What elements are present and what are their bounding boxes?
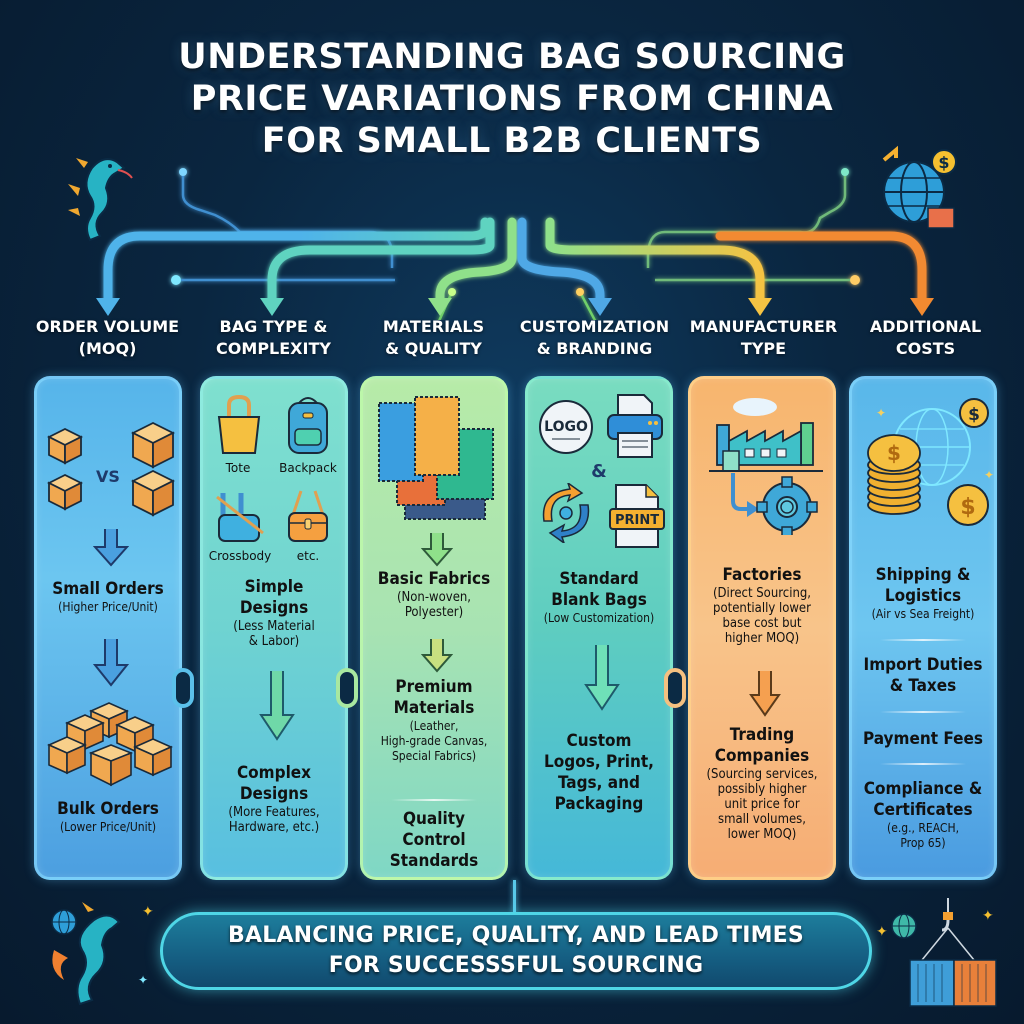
item-quality-control: Quality Control Standards [389,809,479,871]
bag-label-tote: Tote [225,461,251,475]
svg-text:$: $ [960,495,975,520]
item-custom-branding: Custom Logos, Print, Tags, and Packaging [544,731,654,814]
logo-badge-icon: LOGO [539,400,593,454]
vs-label: VS [96,467,120,486]
title-line-1: UNDERSTANDING BAG SOURCING [178,37,846,77]
item-small-orders: Small Orders (Higher Price/Unit) [52,579,164,614]
item-payment-fees: Payment Fees [863,729,983,749]
card-manufacturer: Factories (Direct Sourcing, potentially … [688,376,836,880]
dragon-globe-icon: ✦ ✦ [51,902,154,1006]
svg-text:✦: ✦ [138,973,148,987]
customize-cycle-icon [542,483,590,543]
printer-icon [607,394,663,458]
title-line-2: PRICE VARIATIONS FROM CHINA [190,79,834,119]
svg-text:$: $ [887,441,901,465]
page-title: UNDERSTANDING BAG SOURCING PRICE VARIATI… [0,36,1024,162]
connector-notch [664,668,686,708]
arrow-down-icon [421,533,453,567]
bag-label-crossbody: Crossbody [208,549,272,563]
arrow-down-icon [749,671,781,717]
svg-text:✦: ✦ [982,908,994,924]
item-trading-companies: Trading Companies (Sourcing services, po… [706,725,818,842]
ampersand-label: & [591,461,607,482]
fabric-swatches-icon [378,396,494,520]
flow-connectors [96,168,934,320]
bag-label-backpack: Backpack [279,461,337,475]
dragon-icon [68,158,133,242]
header-additional-costs: ADDITIONAL COSTS [869,317,982,358]
item-import-duties: Import Duties & Taxes [863,655,983,696]
arrow-down-icon [421,639,453,673]
header-bag-type: BAG TYPE & COMPLEXITY [216,317,331,358]
item-factories: Factories (Direct Sourcing, potentially … [712,565,811,646]
card-materials: Basic Fabrics (Non-woven, Polyester) Pre… [360,376,508,880]
arrow-down-icon [584,645,620,711]
svg-text:✦: ✦ [142,904,154,920]
card-additional-costs: $ $ $ ✦ ✦ Shipping & Logistics (Air vs S… [849,376,997,880]
connector-notch [172,668,194,708]
svg-text:✦: ✦ [984,468,994,482]
item-standard-blank-bags: Standard Blank Bags (Low Customization) [543,569,655,625]
summary-banner: BALANCING PRICE, QUALITY, AND LEAD TIMES… [160,912,872,990]
card-bag-type: Tote Backpack Crossbody etc. Simple Desi… [200,376,348,880]
column-headers: ORDER VOLUME (MOQ) BAG TYPE & COMPLEXITY… [0,316,1024,366]
svg-text:✦: ✦ [876,406,886,420]
title-line-3: FOR SMALL B2B CLIENTS [261,121,763,161]
card-customization: LOGO & PRINT Standard Blank Bags (Low Cu… [525,376,673,880]
separator [880,711,966,713]
bag-label-etc: etc. [296,549,320,563]
print-document-icon: PRINT [609,484,665,548]
shoulder-bag-icon [288,490,328,542]
arrow-down-icon [93,529,129,567]
backpack-icon [288,397,328,454]
item-basic-fabrics: Basic Fabrics (Non-woven, Polyester) [377,569,491,620]
item-complex-designs: Complex Designs (More Features, Hardware… [228,763,320,835]
banner-line-2: FOR SUCCESSSFUL SOURCING [328,953,704,978]
svg-text:$: $ [938,153,949,172]
card-order-volume: VS Small Orders (Higher Price/Unit) Bulk… [34,376,182,880]
connector-notch [336,668,358,708]
arrow-down-icon [93,639,129,687]
separator [391,799,477,801]
svg-text:LOGO: LOGO [544,419,588,435]
svg-text:✦: ✦ [876,924,888,940]
tote-bag-icon [217,395,261,454]
coins-globe-icon: $ $ $ ✦ ✦ [867,398,994,526]
item-bulk-orders: Bulk Orders (Lower Price/Unit) [57,799,159,834]
item-compliance: Compliance & Certificates (e.g., REACH, … [863,779,983,850]
banner-connector [513,880,516,914]
header-customization: CUSTOMIZATION & BRANDING [519,317,670,358]
bulk-boxes-icon [47,702,173,787]
arrow-down-icon [259,671,295,741]
header-materials: MATERIALS & QUALITY [382,317,485,358]
separator [880,763,966,765]
item-shipping-logistics: Shipping & Logistics (Air vs Sea Freight… [871,565,975,621]
factory-gear-icon [709,398,823,535]
svg-text:$: $ [968,405,980,425]
header-manufacturer: MANUFACTURER TYPE [689,317,838,358]
item-premium-materials: Premium Materials (Leather, High-grade C… [380,677,488,763]
svg-text:PRINT: PRINT [615,513,659,528]
crossbody-bag-icon [216,493,264,542]
separator [880,639,966,641]
globe-dollar-container-icon: $ [882,145,957,229]
crane-container-icon: ✦ ✦ [876,898,997,1007]
boxes-small-vs-large-icon [46,421,175,517]
header-order-volume: ORDER VOLUME (MOQ) [35,317,180,358]
banner-line-1: BALANCING PRICE, QUALITY, AND LEAD TIMES [228,923,804,948]
item-simple-designs: Simple Designs (Less Material & Labor) [233,577,315,649]
